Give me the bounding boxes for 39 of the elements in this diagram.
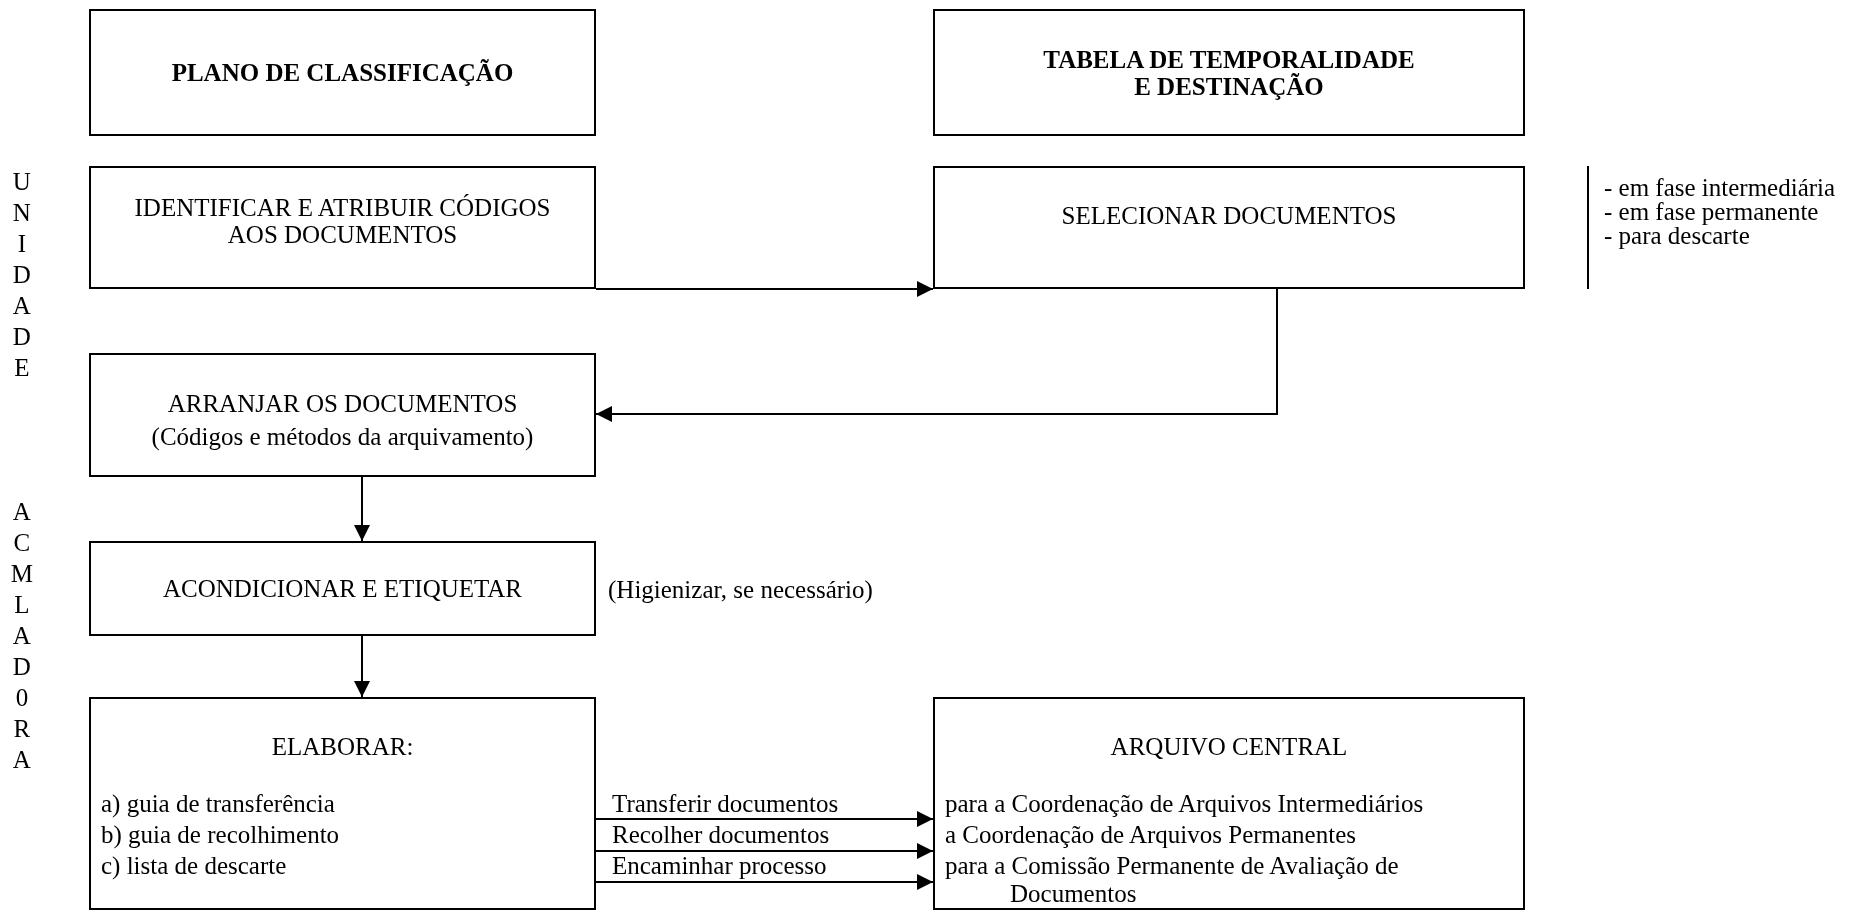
box-title: ACONDICIONAR E ETIQUETAR <box>162 574 523 603</box>
process-box <box>89 353 596 477</box>
box-text: (Códigos e métodos da arquivamento) <box>151 422 534 453</box>
box-title: ELABORAR: <box>270 733 415 761</box>
vertical-label: UNIDADE <box>11 167 32 383</box>
box-title: PLANO DE CLASSIFICAÇÃO <box>171 58 514 87</box>
edge-label: Transferir documentos <box>612 790 839 818</box>
arrow <box>595 811 934 827</box>
box-title: TABELA DE TEMPORALIDADE E DESTINAÇÃO <box>1042 45 1416 100</box>
side-note: - em fase permanente <box>1604 200 1819 224</box>
process-box <box>89 541 596 636</box>
vertical-label: ACMLAD0RA <box>10 497 34 775</box>
edge-label: Recolher documentos <box>612 821 830 849</box>
process-box <box>933 9 1525 136</box>
process-box <box>89 697 596 910</box>
box-title: ARQUIVO CENTRAL <box>1109 733 1349 761</box>
arrow <box>595 843 934 859</box>
box-text: a) guia de transferência <box>101 790 335 818</box>
side-note: - em fase intermediária <box>1604 176 1836 200</box>
box-text: b) guia de recolhimento <box>101 821 340 849</box>
process-box <box>89 9 596 136</box>
box-text: a Coordenação de Arquivos Permanentes <box>945 821 1357 849</box>
arrow <box>354 635 370 698</box>
process-box <box>933 166 1525 289</box>
arrow <box>354 476 370 542</box>
arrow <box>595 874 934 890</box>
side-note: (Higienizar, se necessário) <box>608 576 873 604</box>
process-box <box>933 697 1525 910</box>
box-title: ARRANJAR OS DOCUMENTOS <box>167 389 518 419</box>
process-box <box>89 166 596 289</box>
box-text: para a Coordenação de Arquivos Intermediários <box>945 790 1425 818</box>
edge-label: Encaminhar processo <box>612 852 827 880</box>
box-title: SELECIONAR DOCUMENTOS <box>1061 201 1397 230</box>
box-text: para a Comissão Permanente de Avaliação de Documentos <box>945 852 1400 908</box>
box-title: IDENTIFICAR E ATRIBUIR CÓDIGOS AOS DOCUMENTOS <box>133 193 552 248</box>
arrow <box>595 288 1278 422</box>
side-note: - para descarte <box>1604 224 1750 248</box>
arrow <box>595 281 934 297</box>
box-text: c) lista de descarte <box>101 852 287 880</box>
